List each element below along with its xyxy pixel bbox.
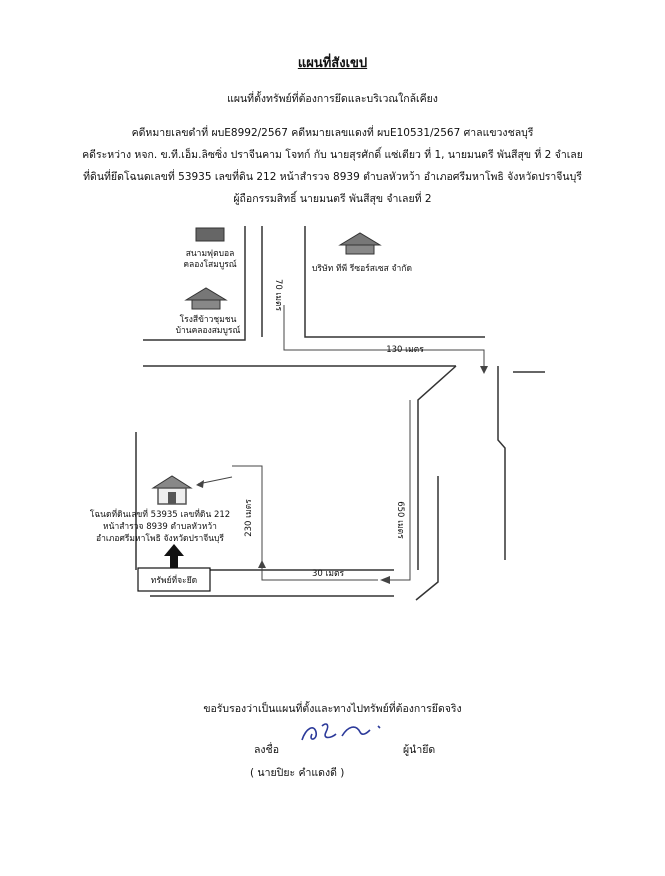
owner-line: ผู้ถือกรรมสิทธิ์ นายมนตรี พันสีสุข จำเลย… [233, 193, 432, 205]
property-label: โฉนดที่ดินเลขที่ 53935 เลขที่ดิน 212 [90, 508, 230, 520]
distance-label: 650 เมตร [395, 501, 405, 539]
property-label: หน้าสำรวจ 8939 ตำบลหัวหว้า [103, 521, 217, 532]
arrow-head-icon [480, 366, 488, 374]
property-label: อำเภอศรีมหาโพธิ จังหวัดปราจีนบุรี [96, 533, 224, 544]
arrow-head-icon [380, 576, 390, 584]
sign-label: ลงชื่อ [254, 744, 279, 756]
parties-line: คดีระหว่าง หจก. ข.ที.เอ็ม.ลิซซิ่ง ปราจีน… [82, 149, 583, 161]
land-line: ที่ดินที่ยึดโฉนดเลขที่ 53935 เลขที่ดิน 2… [83, 171, 582, 183]
landmark-label: บ้านคลองสมบูรณ์ [176, 325, 241, 336]
up-arrow-icon [164, 544, 184, 570]
route-arrows [196, 305, 488, 584]
arrow-head-icon [258, 560, 266, 568]
house-icon [184, 287, 228, 310]
landmark-label: สนามฟุตบอล [186, 249, 235, 259]
property-box [137, 567, 211, 592]
signature-mark [301, 723, 381, 741]
distance-label: 70 เมตร [273, 279, 283, 312]
road-network [135, 226, 545, 601]
distance-label: 130 เมตร [386, 345, 424, 355]
page-title: แผนที่สังเขป [297, 56, 368, 71]
page-subtitle: แผนที่ตั้งทรัพย์ที่ต้องการยึดและบริเวณใก… [227, 93, 438, 105]
house-icon [338, 232, 382, 255]
signer-name: ( นายปิยะ คำแดงดี ) [250, 767, 345, 779]
property-box-label: ทรัพย์ที่จะยึด [151, 574, 197, 586]
arrow-head-icon [196, 480, 204, 488]
landmark-label: โรงสีข้าวชุมชน [180, 314, 237, 325]
landmark-label: บริษัท ทีพี รีซอร์สเซส จำกัด [312, 263, 412, 274]
certification-text: ขอรับรองว่าเป็นแผนที่ตั้งและทางไปทรัพย์ท… [203, 703, 462, 715]
property-house-icon [151, 475, 193, 505]
distance-label: 230 เมตร [244, 499, 254, 537]
building-icon [195, 227, 225, 242]
signer-role: ผู้นำยึด [403, 744, 436, 756]
distance-label: 30 เมตร [312, 569, 345, 579]
landmark-label: คลองโสมบูรณ์ [183, 259, 236, 270]
case-line: คดีหมายเลขดำที่ ผบE8992/2567 คดีหมายเลขแ… [131, 127, 534, 139]
